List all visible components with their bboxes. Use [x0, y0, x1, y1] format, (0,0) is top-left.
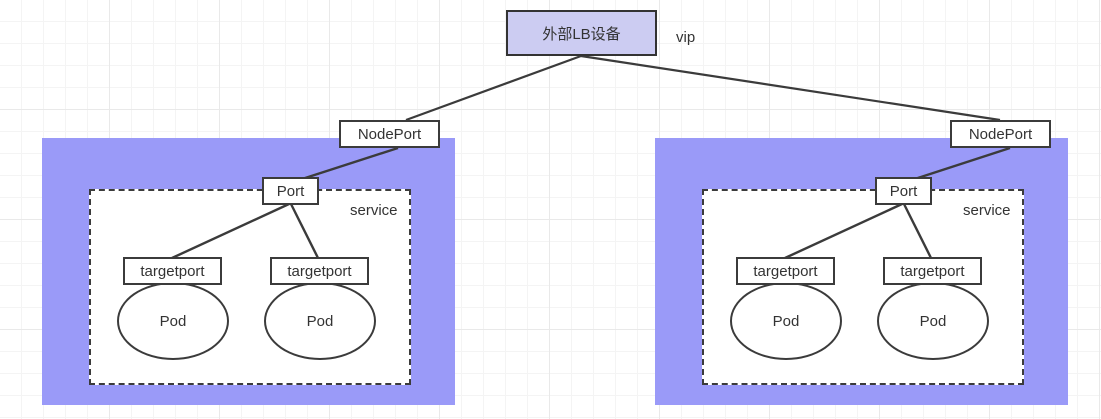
- pod-right-2[interactable]: Pod: [877, 282, 989, 360]
- edge-lb-to-left-nodeport: [405, 54, 582, 122]
- vip-label: vip: [676, 29, 696, 46]
- service-label-right: service: [963, 202, 1011, 219]
- targetport-box-right-2[interactable]: targetport: [883, 257, 982, 285]
- targetport-box-left-2[interactable]: targetport: [270, 257, 369, 285]
- targetport-box-right-1[interactable]: targetport: [736, 257, 835, 285]
- edge-lb-to-right-nodeport: [580, 54, 1001, 122]
- service-label-left: service: [350, 202, 398, 219]
- nodeport-box-right[interactable]: NodePort: [950, 120, 1051, 148]
- targetport-box-left-1[interactable]: targetport: [123, 257, 222, 285]
- pod-left-1[interactable]: Pod: [117, 282, 229, 360]
- external-lb-box[interactable]: 外部LB设备: [506, 10, 657, 56]
- nodeport-box-left[interactable]: NodePort: [339, 120, 440, 148]
- pod-right-1[interactable]: Pod: [730, 282, 842, 360]
- port-box-right[interactable]: Port: [875, 177, 932, 205]
- port-box-left[interactable]: Port: [262, 177, 319, 205]
- pod-left-2[interactable]: Pod: [264, 282, 376, 360]
